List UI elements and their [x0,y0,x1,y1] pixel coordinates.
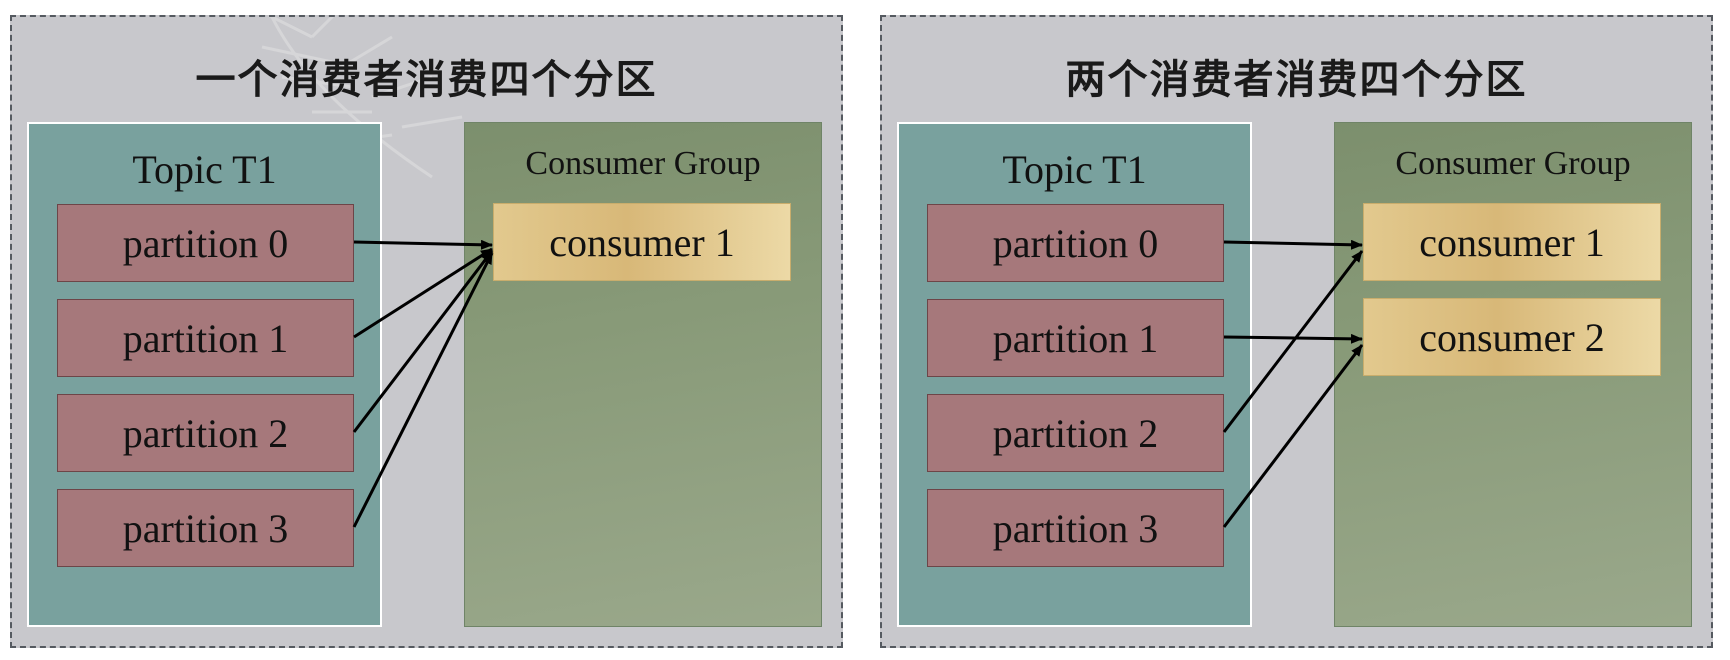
diagram-panel-right: 两个消费者消费四个分区 Topic T1 partition 0 partiti… [880,15,1713,648]
consumer-group-title: Consumer Group [1395,145,1631,182]
partition-3: partition 3 [927,489,1224,567]
partition-1: partition 1 [57,299,354,377]
consumer-1: consumer 1 [1363,203,1661,281]
consumer-group-box: Consumer Group consumer 1 [464,122,822,627]
panel-title: 两个消费者消费四个分区 [1065,57,1528,103]
partition-0: partition 0 [57,204,354,282]
partition-2: partition 2 [927,394,1224,472]
consumer-2: consumer 2 [1363,298,1661,376]
partition-0: partition 0 [927,204,1224,282]
topic-title: Topic T1 [132,147,277,192]
partition-3: partition 3 [57,489,354,567]
diagram-panel-left: 一个消费者消费四个分区 Topic T1 partition 0 partiti… [10,15,843,648]
topic-box: Topic T1 partition 0 partition 1 partiti… [897,122,1252,627]
panel-title: 一个消费者消费四个分区 [195,57,658,103]
consumer-group-box: Consumer Group consumer 1 consumer 2 [1334,122,1692,627]
partition-1: partition 1 [927,299,1224,377]
partition-2: partition 2 [57,394,354,472]
consumer-1: consumer 1 [493,203,791,281]
topic-title: Topic T1 [1002,147,1147,192]
topic-box: Topic T1 partition 0 partition 1 partiti… [27,122,382,627]
consumer-group-title: Consumer Group [525,145,761,182]
